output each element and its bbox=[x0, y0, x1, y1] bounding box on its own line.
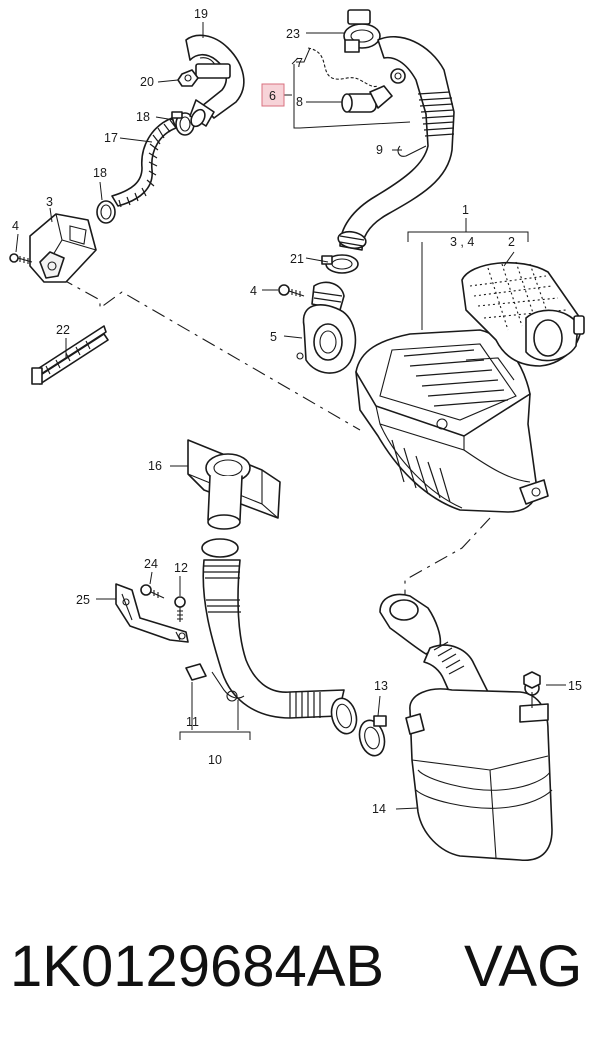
screw-4-middle bbox=[278, 284, 305, 297]
callout-16: 16 bbox=[148, 459, 162, 473]
vacuum-wire-7 bbox=[307, 47, 379, 88]
callout-3: 3 bbox=[46, 195, 53, 209]
clip-11 bbox=[185, 663, 207, 681]
assembly-line bbox=[404, 517, 491, 605]
hose-clamp-21 bbox=[321, 254, 359, 274]
callout-23: 23 bbox=[286, 27, 300, 41]
callout-18: 18 bbox=[136, 110, 150, 124]
callout-13: 13 bbox=[374, 679, 388, 693]
hose-connector bbox=[189, 99, 215, 128]
callout-22: 22 bbox=[56, 323, 70, 337]
hose-clamp-13 bbox=[358, 715, 387, 757]
bracket-25 bbox=[115, 583, 189, 643]
callout-4: 4 bbox=[250, 284, 257, 298]
callout-20: 20 bbox=[140, 75, 154, 89]
callout-2: 2 bbox=[508, 235, 515, 249]
screw-12 bbox=[174, 596, 186, 622]
callout-5: 5 bbox=[270, 330, 277, 344]
brand-name: VAG bbox=[464, 934, 583, 999]
callout-12: 12 bbox=[174, 561, 188, 575]
resonator-14 bbox=[379, 593, 553, 861]
cable-tie-22 bbox=[31, 325, 109, 385]
highlight-box-6 bbox=[261, 83, 285, 107]
callout-21: 21 bbox=[290, 252, 304, 266]
callout-14: 14 bbox=[372, 802, 386, 816]
leader-lines bbox=[15, 22, 566, 810]
parts-diagram: 19 20 18 17 18 3 4 22 23 7 6 8 9 21 4 5 … bbox=[9, 7, 585, 861]
valve-8 bbox=[341, 68, 406, 113]
filter-element-2 bbox=[461, 261, 585, 367]
mounting-bracket-3 bbox=[29, 213, 97, 283]
callout-15: 15 bbox=[568, 679, 582, 693]
lower-intake-pipe-10 bbox=[201, 538, 358, 735]
callout-11: 11 bbox=[186, 715, 199, 729]
callout-17: 17 bbox=[104, 131, 118, 145]
air-filter-housing-1 bbox=[355, 329, 549, 513]
callout-7: 7 bbox=[296, 56, 303, 70]
intake-neck-16 bbox=[187, 439, 281, 530]
hose-clamp-18-top bbox=[171, 111, 195, 136]
assembly-line bbox=[59, 277, 361, 431]
air-guide-5 bbox=[296, 281, 357, 374]
screw-24 bbox=[140, 584, 165, 599]
callout-18: 18 bbox=[93, 166, 107, 180]
callout-labels: 19 20 18 17 18 3 4 22 23 7 6 8 9 21 4 5 … bbox=[12, 7, 582, 816]
callout-1: 1 bbox=[462, 203, 469, 217]
callout-9: 9 bbox=[376, 143, 383, 157]
hose-clamp-18-bottom bbox=[96, 200, 116, 224]
hose-clamp-23 bbox=[343, 9, 381, 53]
callout-19: 19 bbox=[194, 7, 208, 21]
screw-4-left bbox=[9, 253, 33, 264]
corrugated-hose-17 bbox=[111, 117, 177, 208]
callout-8: 8 bbox=[296, 95, 303, 109]
callout-24: 24 bbox=[144, 557, 158, 571]
callout-6: 6 bbox=[269, 89, 276, 103]
nut-20 bbox=[177, 69, 199, 87]
callout-3-4: 3 , 4 bbox=[450, 235, 474, 249]
part-number: 1K0129684AB bbox=[10, 934, 385, 999]
callout-4: 4 bbox=[12, 219, 19, 233]
callout-10: 10 bbox=[208, 753, 222, 767]
intake-pipe-9 bbox=[337, 35, 455, 251]
callout-25: 25 bbox=[76, 593, 90, 607]
breather-pipe-upper bbox=[185, 34, 245, 119]
